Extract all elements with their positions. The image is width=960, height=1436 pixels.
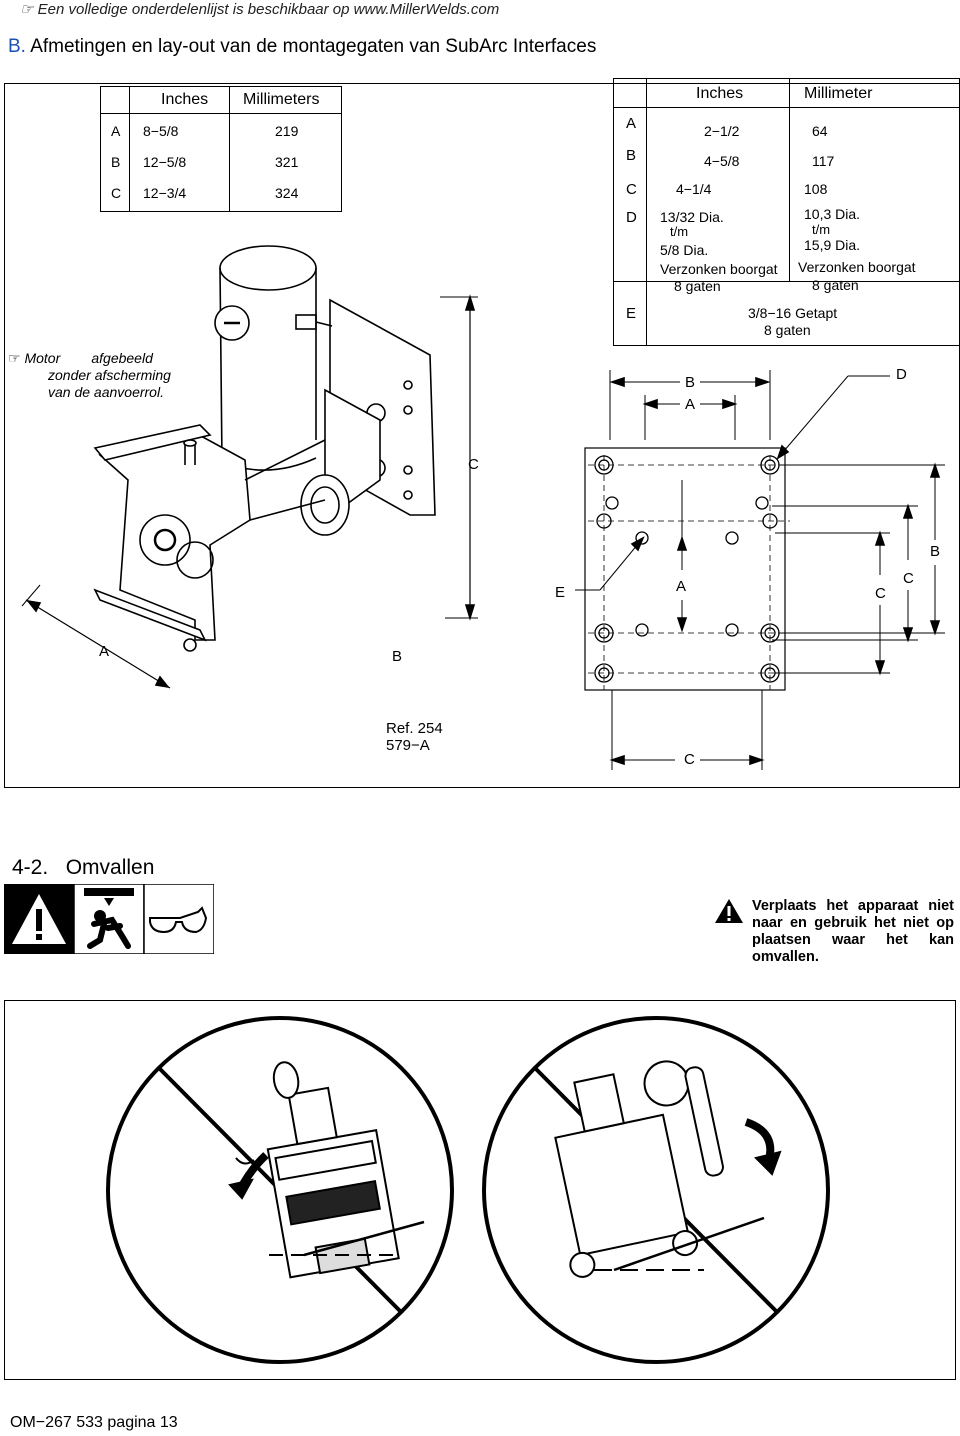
page-footer: OM−267 533 pagina 13 bbox=[10, 1414, 178, 1431]
table2-row-c-mm: 108 bbox=[804, 181, 828, 197]
table1-row-label: A bbox=[111, 123, 121, 139]
table2-row-b-inches: 4−5/8 bbox=[704, 153, 740, 169]
table1-header-inches: Inches bbox=[161, 91, 209, 108]
dim-label-a: A bbox=[99, 643, 110, 660]
table2-row-d-mm-3: 15,9 Dia. bbox=[804, 237, 861, 253]
table2-header-mm: Millimeter bbox=[804, 85, 873, 102]
table2-row-d-inches-3: 5/8 Dia. bbox=[660, 242, 709, 258]
table2-row-d-mm-5: 8 gaten bbox=[812, 277, 859, 293]
dim-label-c-bottom: C bbox=[684, 751, 695, 768]
header-note: ☞ Een volledige onderdelenlijst is besch… bbox=[20, 1, 500, 18]
table2-row-c-label: C bbox=[626, 181, 637, 198]
tip-over-illustration bbox=[106, 1016, 830, 1364]
motor-note-line3: van de aanvoerrol. bbox=[48, 384, 164, 400]
dimensions-table-2: Inches Millimeter A 2−1/2 64 B 4−5/8 117… bbox=[613, 78, 960, 346]
table1-row-inches: 8−5/8 bbox=[143, 123, 179, 139]
dim-label-a-inner: A bbox=[676, 578, 687, 595]
table2-row-c-inches: 4−1/4 bbox=[676, 181, 712, 197]
table2-row-d-inches-5: 8 gaten bbox=[674, 278, 721, 294]
dim-label-c: C bbox=[468, 456, 479, 473]
table2-row-d-mm-2: t/m bbox=[812, 222, 831, 237]
dim-label-e: E bbox=[555, 584, 566, 601]
table1-row-mm: 219 bbox=[275, 123, 299, 139]
dim-label-c-right2: C bbox=[903, 570, 914, 587]
section-title: B. Afmetingen en lay-out van de montageg… bbox=[8, 36, 596, 58]
dimension-drawing bbox=[21, 245, 945, 770]
section-4-2-title: 4-2. Omvallen bbox=[12, 856, 155, 879]
ref-line2: 579−A bbox=[386, 737, 430, 754]
fall-illustration-frame bbox=[4, 1000, 956, 1380]
dim-label-c-right: C bbox=[875, 585, 886, 602]
wire-feeder-illustration bbox=[93, 245, 436, 652]
table2-row-d-mm-1: 10,3 Dia. bbox=[804, 206, 861, 222]
dim-label-b: B bbox=[392, 648, 403, 665]
table2-row-a-label: A bbox=[626, 115, 637, 132]
warning-triangle-icon bbox=[715, 899, 743, 923]
warning-text: Verplaats het apparaat niet naar en gebr… bbox=[752, 898, 954, 965]
table1-row-inches: 12−3/4 bbox=[143, 185, 187, 201]
table1-row-inches: 12−5/8 bbox=[143, 154, 187, 170]
dim-label-b-top: B bbox=[685, 374, 696, 391]
pointing-hand-icon: ☞ bbox=[20, 1, 38, 18]
table2-row-b-label: B bbox=[626, 147, 637, 164]
table2-row-e-label: E bbox=[626, 305, 637, 322]
table1-row-label: C bbox=[111, 185, 122, 201]
dim-label-a-top: A bbox=[685, 396, 696, 413]
pointing-hand-icon: ☞ bbox=[8, 350, 25, 366]
hazard-icons bbox=[4, 884, 214, 954]
table2-row-d-inches-4: Verzonken boorgat bbox=[660, 261, 778, 277]
dim-label-d: D bbox=[896, 366, 907, 383]
dimensions-table-1: Inches Millimeters A 8−5/8 219 B 12−5/8 … bbox=[100, 86, 342, 212]
table1-header-mm: Millimeters bbox=[243, 91, 320, 108]
table2-row-d-inches-2: t/m bbox=[670, 224, 689, 239]
table1-row-mm: 321 bbox=[275, 154, 299, 170]
ref-line1: Ref. 254 bbox=[386, 720, 443, 737]
dim-label-b-right: B bbox=[930, 543, 941, 560]
table1-row-label: B bbox=[111, 154, 121, 170]
table1-row-mm: 324 bbox=[275, 185, 299, 201]
table2-row-e-line2: 8 gaten bbox=[764, 322, 811, 338]
section-prefix: B. bbox=[8, 36, 26, 57]
table2-row-e-line1: 3/8−16 Getapt bbox=[748, 305, 838, 321]
motor-note-line1: Motor afgebeeld bbox=[24, 350, 153, 366]
table2-header-inches: Inches bbox=[696, 85, 744, 102]
table2-row-d-label: D bbox=[626, 209, 637, 226]
section-title-text: Afmetingen en lay-out van de montagegate… bbox=[30, 36, 597, 57]
table2-row-a-inches: 2−1/2 bbox=[704, 123, 740, 139]
table2-row-d-mm-4: Verzonken boorgat bbox=[798, 259, 916, 275]
table2-row-d-inches-1: 13/32 Dia. bbox=[660, 209, 724, 225]
table2-row-b-mm: 117 bbox=[812, 153, 835, 169]
motor-note-line2: zonder afscherming bbox=[48, 367, 171, 383]
motor-note: ☞ Motor afgebeeld zonder afscherming van… bbox=[8, 350, 171, 401]
table2-row-a-mm: 64 bbox=[812, 123, 828, 139]
